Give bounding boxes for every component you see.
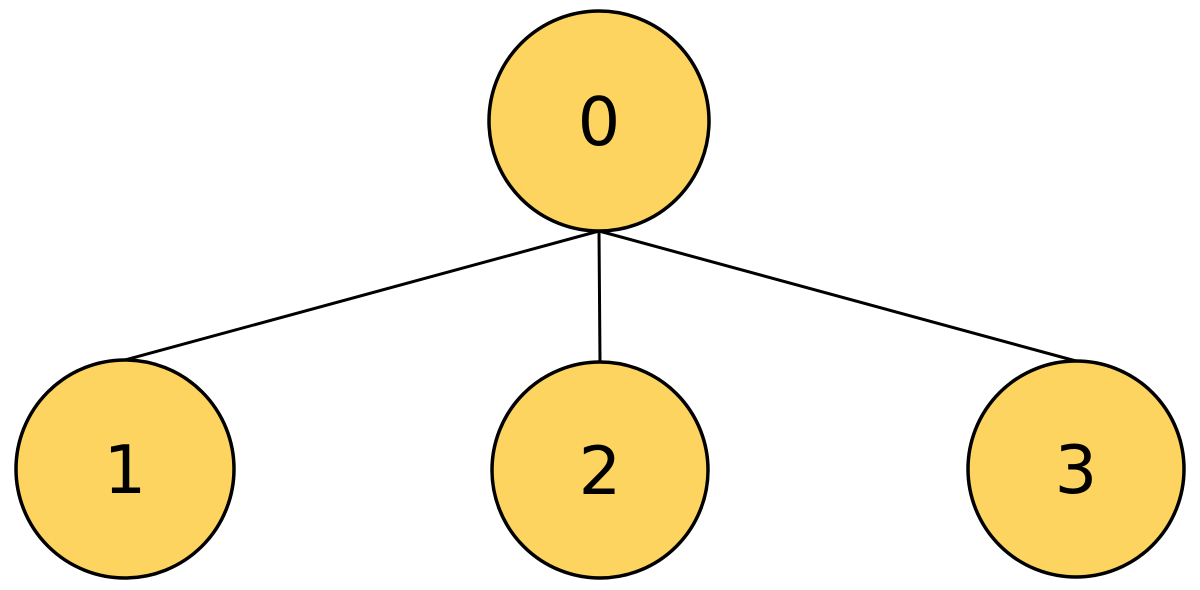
graph-node-1: 1 — [14, 358, 236, 580]
node-label-3: 3 — [1055, 431, 1098, 509]
node-label-2: 2 — [579, 432, 622, 510]
graph-node-0: 0 — [487, 9, 711, 233]
edge-0-2 — [597, 229, 602, 364]
node-circle-0 — [487, 9, 711, 233]
node-layer: 0 1 2 3 — [14, 9, 1186, 580]
node-circle-1 — [14, 358, 236, 580]
node-label-0: 0 — [578, 83, 621, 161]
edge-0-3 — [597, 229, 1078, 363]
edge-0-1 — [123, 229, 601, 362]
edge-layer — [123, 229, 1078, 364]
node-circle-3 — [966, 359, 1186, 579]
graph-node-3: 3 — [966, 359, 1186, 579]
node-circle-2 — [490, 360, 710, 580]
graph-node-2: 2 — [490, 360, 710, 580]
node-label-1: 1 — [104, 431, 147, 509]
